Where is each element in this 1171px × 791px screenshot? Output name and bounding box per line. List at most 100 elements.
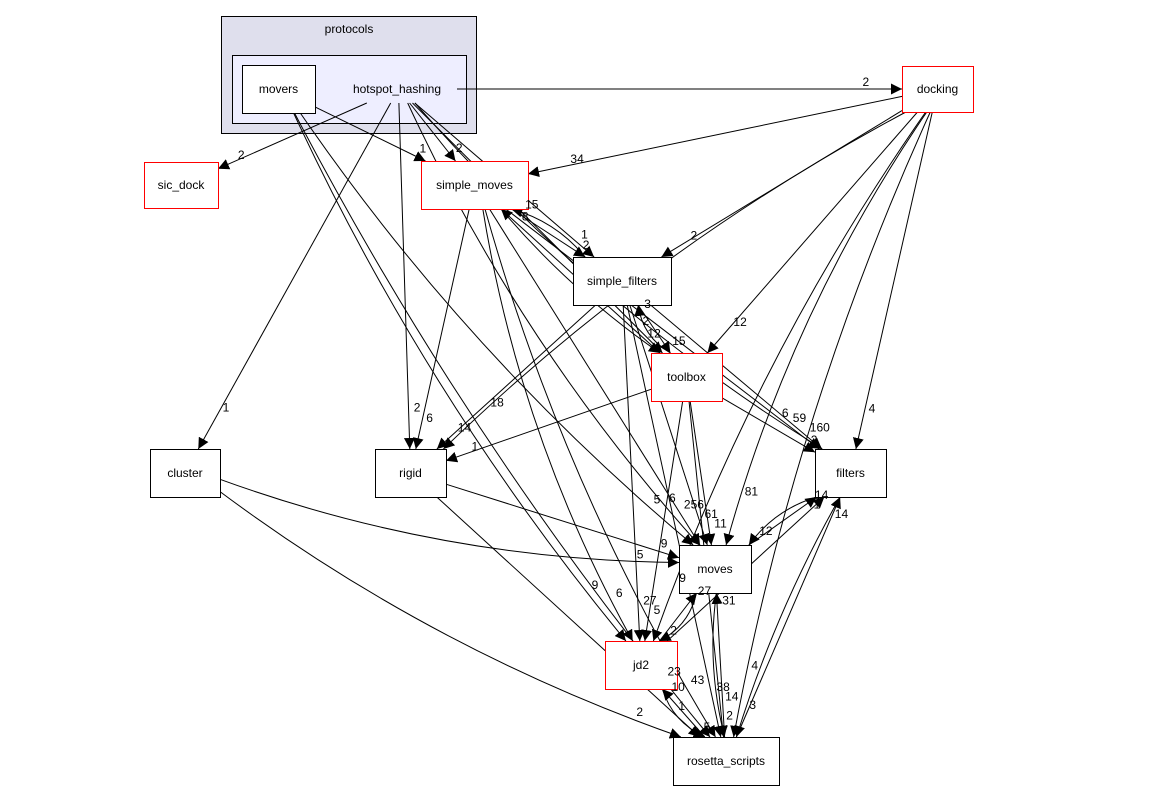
edge-hotspot_hashing-to-rigid[interactable]	[398, 102, 415, 450]
node-movers[interactable]: movers	[242, 65, 316, 114]
node-rosetta-scripts[interactable]: rosetta_scripts	[673, 737, 780, 786]
node-moves[interactable]: moves	[679, 545, 752, 594]
edge-label-hotspot_hashing-to-docking[interactable]: 2	[863, 75, 870, 89]
edge-label-simple_moves-to-jd2[interactable]: 6	[616, 586, 623, 600]
edge-simple_filters-to-moves[interactable]	[629, 304, 710, 546]
edge-label-hotspot_hashing-to-simple_moves[interactable]: 2	[456, 141, 463, 155]
edge-label-hotspot_hashing-to-simple_filters[interactable]: 1	[581, 228, 588, 242]
edge-label-simple_filters-to-rosetta_scripts[interactable]: 38	[716, 680, 730, 694]
edge-label-filters-to-rosetta_scripts[interactable]: 3	[749, 698, 756, 712]
edge-label-moves-to-filters[interactable]: 14	[815, 488, 829, 502]
node-jd2[interactable]: jd2	[605, 641, 678, 690]
edge-label-toolbox-to-rigid[interactable]: 1	[472, 440, 479, 454]
edge-label-simple_filters-to-simple_moves[interactable]: 15	[525, 198, 539, 212]
protocols-cluster-label[interactable]: protocols	[325, 22, 374, 36]
edge-filters-to-rosetta_scripts[interactable]	[734, 496, 841, 738]
edge-rosetta_scripts-to-jd2[interactable]	[661, 688, 706, 738]
node-box[interactable]	[375, 449, 447, 498]
edge-label-movers-to-simple_moves[interactable]: 1	[420, 142, 427, 156]
node-box[interactable]	[421, 161, 529, 210]
edge-label-simple_filters-to-toolbox[interactable]: 15	[672, 334, 686, 348]
edge-moves-to-jd2[interactable]	[659, 592, 697, 642]
node-label[interactable]: cluster	[167, 466, 202, 480]
edge-docking-to-moves[interactable]	[723, 111, 928, 546]
edge-rosetta_scripts-to-filters[interactable]	[735, 496, 841, 738]
edge-rigid-to-rosetta_scripts[interactable]	[436, 496, 701, 738]
edge-simple_filters-to-simple_moves[interactable]	[511, 206, 586, 258]
node-simple-filters[interactable]: simple_filters	[573, 257, 672, 306]
edge-label-docking-to-filters[interactable]: 4	[869, 401, 876, 415]
edge-moves-to-rosetta_scripts[interactable]	[712, 592, 728, 738]
node-box[interactable]	[150, 449, 221, 498]
edge-toolbox-to-rigid[interactable]	[445, 388, 652, 463]
edge-label-simple_moves-to-filters[interactable]: 59	[793, 411, 807, 425]
edge-label-movers-to-moves[interactable]: 5	[654, 493, 661, 507]
edge-hotspot_hashing-to-sic_dock[interactable]	[217, 102, 368, 170]
edge-label-simple_moves-to-rigid[interactable]: 6	[426, 411, 433, 425]
node-label[interactable]: rosetta_scripts	[687, 754, 765, 768]
edge-label-rosetta_scripts-to-jd2[interactable]: 10	[672, 680, 686, 694]
edge-docking-to-filters[interactable]	[852, 111, 933, 450]
edge-movers-to-jd2[interactable]	[293, 112, 627, 642]
node-label[interactable]: movers	[259, 82, 298, 96]
edge-simple_moves-to-jd2[interactable]	[482, 208, 634, 642]
node-label[interactable]: filters	[836, 466, 865, 480]
edge-label-toolbox-to-filters[interactable]: 2	[811, 433, 818, 447]
node-filters[interactable]: filters	[815, 449, 887, 498]
edge-rosetta_scripts-to-moves[interactable]	[711, 592, 726, 738]
edge-label-toolbox-to-jd2[interactable]: 5	[654, 603, 661, 617]
edge-toolbox-to-moves[interactable]	[689, 400, 716, 546]
edge-movers-to-simple_moves[interactable]	[314, 106, 426, 162]
node-label[interactable]: sic_dock	[158, 178, 206, 192]
node-label[interactable]: moves	[697, 562, 732, 576]
edge-label-rosetta_scripts-to-filters[interactable]: 14	[835, 507, 849, 521]
edge-simple_filters-to-rigid[interactable]	[436, 304, 596, 450]
edge-label-toolbox-to-simple_moves[interactable]: 8	[522, 209, 529, 223]
node-box[interactable]	[573, 257, 672, 306]
edge-label-simple_filters-to-rigid[interactable]: 14	[458, 421, 472, 435]
node-simple-moves[interactable]: simple_moves	[421, 161, 529, 210]
edge-simple_filters-to-jd2[interactable]	[622, 304, 645, 642]
edge-toolbox-to-filters[interactable]	[721, 397, 816, 453]
node-box[interactable]	[679, 545, 752, 594]
edge-label-simple_moves-to-rosetta_scripts[interactable]: 43	[691, 673, 705, 687]
node-cluster[interactable]: cluster	[150, 449, 221, 498]
edge-hotspot_hashing-to-cluster[interactable]	[197, 102, 392, 450]
edge-label-movers-to-jd2[interactable]: 9	[592, 578, 599, 592]
edge-label-hotspot_hashing-to-toolbox[interactable]: 2	[643, 314, 650, 328]
edge-label-docking-to-moves[interactable]: 81	[745, 485, 759, 499]
node-label[interactable]: rigid	[399, 466, 422, 480]
edge-label-hotspot_hashing-to-rigid[interactable]: 2	[414, 400, 421, 414]
edge-label-jd2-to-rosetta_scripts[interactable]: 5	[704, 720, 711, 734]
edge-filters-to-moves[interactable]	[748, 496, 817, 546]
edge-label-toolbox-to-rosetta_scripts[interactable]: 14	[725, 689, 739, 703]
edge-label-simple_moves-to-simple_filters[interactable]: 2	[583, 238, 590, 252]
edge-label-hotspot_hashing-to-cluster[interactable]: 1	[223, 400, 230, 414]
edge-label-docking-to-jd2[interactable]: 9	[679, 571, 686, 585]
edge-label-simple_moves-to-toolbox[interactable]: 12	[647, 327, 661, 341]
edge-hotspot_hashing-to-simple_moves[interactable]	[409, 102, 456, 162]
edge-label-rosetta_scripts-to-moves[interactable]: 31	[722, 593, 736, 607]
edge-label-jd2-to-filters[interactable]: 1	[814, 497, 821, 511]
edge-label-cluster-to-rosetta_scripts[interactable]: 2	[636, 705, 643, 719]
node-docking[interactable]: docking	[902, 66, 974, 113]
edge-cluster-to-moves[interactable]	[219, 478, 680, 568]
node-box[interactable]	[651, 353, 723, 402]
edge-label-rigid-to-rosetta_scripts[interactable]: 1	[678, 699, 685, 713]
edge-label-hotspot_hashing-to-filters[interactable]: 6	[782, 406, 789, 420]
edge-label-rigid-to-moves[interactable]: 9	[661, 536, 668, 550]
edge-label-simple_filters-to-jd2[interactable]: 27	[643, 593, 657, 607]
edge-label-moves-to-jd2[interactable]: 2	[670, 624, 677, 638]
edge-label-toolbox-to-simple_filters[interactable]: 3	[644, 297, 651, 311]
edge-label-toolbox-to-moves[interactable]: 11	[714, 517, 727, 531]
edge-label-docking-to-rosetta_scripts[interactable]: 4	[751, 658, 758, 672]
edge-simple_moves-to-moves[interactable]	[489, 208, 701, 546]
edge-label-simple_filters-to-moves[interactable]: 61	[705, 507, 719, 521]
edge-label-simple_filters-to-filters[interactable]: 160	[810, 421, 830, 435]
node-label[interactable]: docking	[917, 82, 958, 96]
edge-rigid-to-moves[interactable]	[445, 483, 680, 560]
edge-label-movers-to-rosetta_scripts[interactable]: 23	[668, 665, 682, 679]
edge-label-docking-to-toolbox[interactable]: 12	[733, 315, 747, 329]
edge-label-jd2-to-moves[interactable]: 27	[698, 584, 712, 598]
node-box[interactable]	[815, 449, 887, 498]
